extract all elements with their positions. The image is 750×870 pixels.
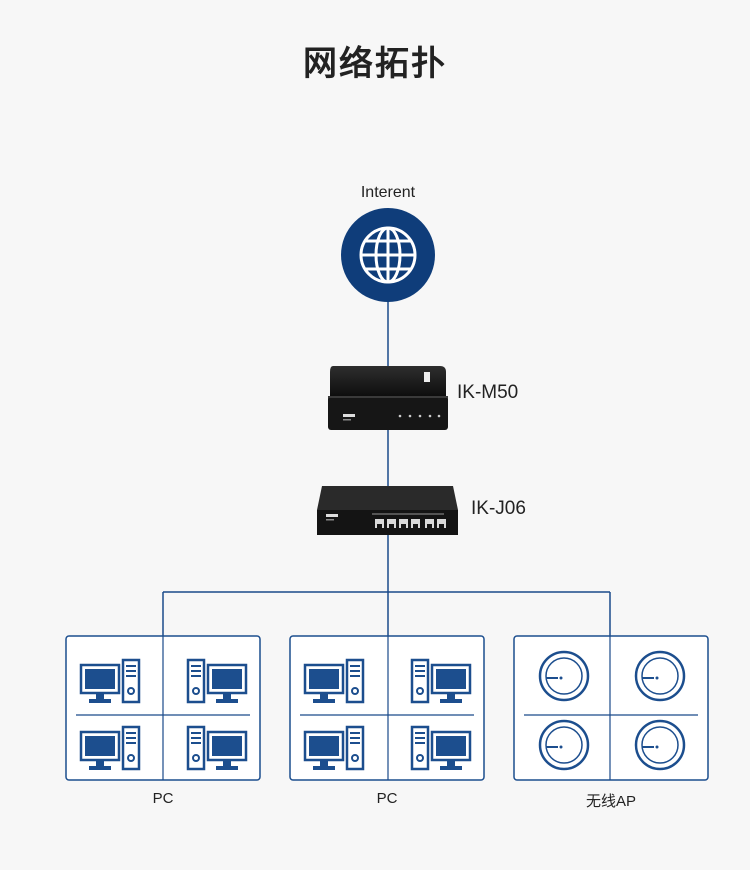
group-label-ap: 无线AP (585, 793, 636, 810)
globe-icon (341, 208, 435, 302)
router-icon (328, 366, 448, 430)
page-title: 网络拓扑 (303, 44, 447, 84)
pc-group-2 (289, 635, 485, 781)
ap-group (513, 635, 709, 781)
group-label-pc-1: PC (152, 790, 174, 807)
switch-label: IK-J06 (471, 498, 526, 519)
group-label-pc-2: PC (376, 790, 398, 807)
internet-label: Interent (360, 184, 416, 201)
router-label: IK-M50 (457, 382, 519, 403)
switch-icon (317, 486, 458, 535)
pc-group-1 (65, 635, 261, 781)
connection-lines (162, 298, 611, 636)
